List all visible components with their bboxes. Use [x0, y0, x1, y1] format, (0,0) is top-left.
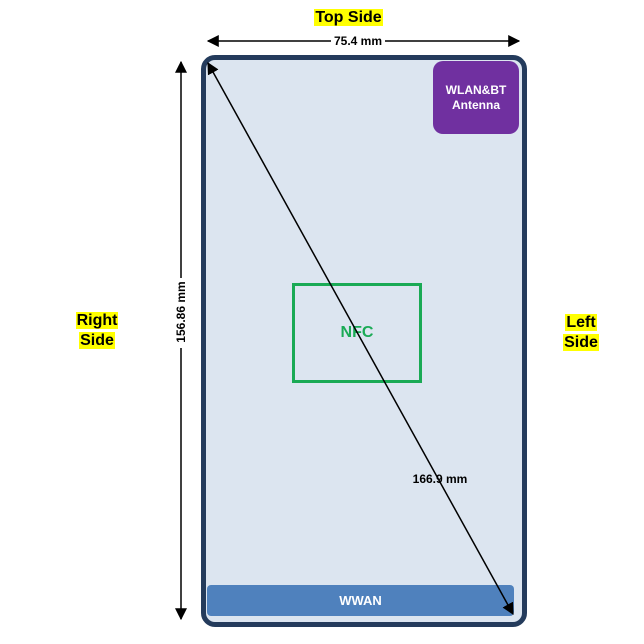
wwan-label: WWAN: [339, 593, 382, 608]
width-dimension-label: 75.4 mm: [334, 34, 382, 48]
top-side-text: Top Side: [314, 9, 383, 26]
nfc-block: NFC: [292, 283, 422, 383]
left-side-text-line1: Left: [565, 314, 597, 331]
right-side-label: Right Side: [66, 311, 128, 351]
wlan-bt-label: WLAN&BT: [445, 82, 507, 97]
antenna-label: Antenna: [452, 97, 500, 112]
right-side-text-line2: Side: [79, 332, 115, 349]
height-dimension-label: 156.86 mm: [174, 281, 188, 342]
nfc-label: NFC: [340, 324, 374, 341]
height-label-bg: [173, 278, 189, 348]
wlan-bt-antenna-block: WLAN&BT Antenna: [433, 61, 519, 134]
right-side-text-line1: Right: [75, 312, 119, 329]
left-side-label: Left Side: [550, 313, 612, 353]
left-side-text-line2: Side: [563, 334, 599, 351]
width-label-bg: [331, 33, 385, 48]
wwan-block: WWAN: [207, 585, 514, 616]
top-side-label: Top Side: [0, 8, 644, 28]
